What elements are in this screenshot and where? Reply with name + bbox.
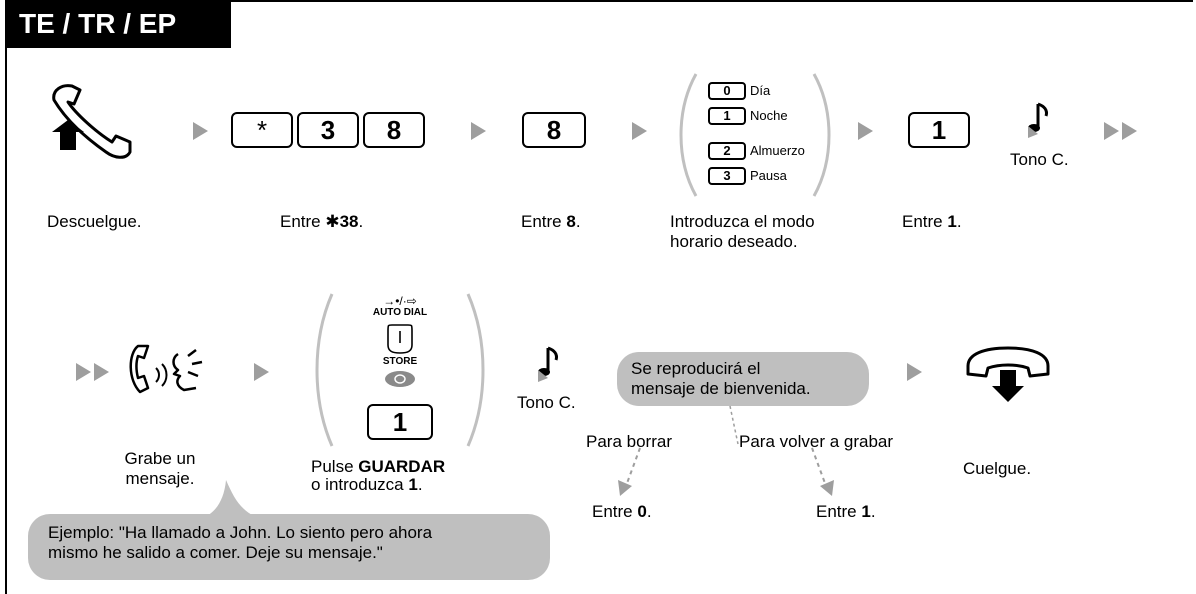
- flow-arrow-5b: [1122, 122, 1137, 140]
- mode-key-3: 3: [708, 167, 746, 185]
- store-options-bracket: [315, 293, 485, 447]
- mode-key-1: 1: [708, 107, 746, 125]
- step-label-modo-1: Introduzca el modo: [670, 212, 815, 231]
- step-label-entre-38-pre: Entre: [280, 212, 326, 231]
- step-label-entre-8-pre: Entre: [521, 212, 567, 231]
- step-label-entre-8-key: 8: [566, 212, 576, 231]
- auto-dial-label: AUTO DIAL: [372, 307, 428, 318]
- playback-line-2: mensaje de bienvenida.: [631, 379, 811, 398]
- store-button-icon: [387, 324, 413, 354]
- branch-rerecord-entry: Entre 1.: [816, 502, 876, 522]
- store-label-line-2-key: 1: [408, 475, 418, 494]
- branch-rerecord-entry-post: .: [870, 502, 876, 521]
- step-label-entre-38-post: .: [358, 212, 364, 231]
- diagram-frame: [5, 0, 1193, 594]
- playback-line-1: Se reproducirá el: [631, 359, 761, 378]
- branch-arrows: [618, 405, 834, 496]
- mode-label-pausa: Pausa: [750, 168, 787, 183]
- branch-delete-label: Para borrar: [586, 432, 672, 451]
- store-label-line-1-bold: GUARDAR: [358, 457, 446, 476]
- branch-rerecord-label: Para volver a grabar: [739, 432, 894, 451]
- step-label-entre-1-pre: Entre: [902, 212, 948, 231]
- step-label-descuelgue: Descuelgue.: [47, 212, 142, 231]
- key-8: 8: [363, 112, 425, 148]
- handset-lift-icon: [52, 84, 132, 159]
- mode-key-0: 0: [708, 82, 746, 100]
- store-label-line-1-pre: Pulse: [311, 457, 359, 476]
- branch-delete-entry-key: 0: [637, 502, 647, 521]
- store-label-line-2-pre: o introduzca: [311, 475, 409, 494]
- step-label-entre-1-post: .: [956, 212, 962, 231]
- record-label-1: Grabe un: [124, 449, 196, 468]
- flow-arrow-7: [254, 363, 269, 381]
- store-led-icon: [385, 371, 415, 387]
- music-note-icon: [538, 346, 558, 382]
- branch-delete-entry-post: .: [646, 502, 652, 521]
- tone-label-1: Tono C.: [1010, 150, 1069, 169]
- step-label-modo-2: horario deseado.: [670, 232, 798, 251]
- step-label-entre-38: Entre ✱38.: [280, 212, 363, 232]
- store-label-line-2-post: .: [417, 475, 423, 494]
- branch-delete-entry-pre: Entre: [592, 502, 638, 521]
- flow-arrow-4: [858, 122, 873, 140]
- example-bubble: Ejemplo: "Ha llamado a John. Lo siento p…: [28, 514, 550, 580]
- key-8-single: 8: [522, 112, 586, 148]
- example-bubble-tail: [202, 480, 258, 518]
- flow-arrow-5a: [1104, 122, 1119, 140]
- key-1: 1: [908, 112, 970, 148]
- key-star: *: [231, 112, 293, 148]
- mode-label-almuerzo: Almuerzo: [750, 143, 805, 158]
- step-label-entre-1: Entre 1.: [902, 212, 962, 232]
- header-title: TE / TR / EP: [5, 0, 231, 48]
- example-line-1: Ejemplo: "Ha llamado a John. Lo siento p…: [48, 523, 433, 542]
- mode-label-dia: Día: [750, 83, 771, 98]
- music-note-icon: [1028, 102, 1048, 138]
- store-label-line-2: o introduzca 1.: [311, 475, 423, 495]
- record-label-2: mensaje.: [125, 469, 195, 488]
- mode-options-bracket: [679, 73, 831, 197]
- hangup-label: Cuelgue.: [963, 459, 1032, 478]
- store-key-1: 1: [367, 404, 433, 440]
- mode-key-2: 2: [708, 142, 746, 160]
- flow-arrow-6a: [76, 363, 91, 381]
- store-label: STORE: [382, 356, 418, 367]
- auto-dial-arrows: →•/·⇨: [383, 294, 417, 308]
- flow-arrow-8: [907, 363, 922, 381]
- branch-delete-entry: Entre 0.: [592, 502, 652, 522]
- key-3: 3: [297, 112, 359, 148]
- flow-arrow-1: [193, 122, 208, 140]
- speaking-person-icon: [129, 344, 203, 394]
- step-label-entre-38-key: ✱38: [325, 212, 359, 231]
- flow-arrow-6b: [94, 363, 109, 381]
- flow-arrow-3: [632, 122, 647, 140]
- step-label-entre-8: Entre 8.: [521, 212, 581, 232]
- branch-rerecord-entry-pre: Entre: [816, 502, 862, 521]
- playback-bubble: Se reproducirá el mensaje de bienvenida.: [617, 352, 869, 406]
- store-label-line-1: Pulse GUARDAR: [311, 457, 445, 477]
- step-label-entre-1-key: 1: [947, 212, 957, 231]
- mode-label-noche: Noche: [750, 108, 788, 123]
- flow-arrow-2: [471, 122, 486, 140]
- branch-rerecord-entry-key: 1: [861, 502, 871, 521]
- tone-label-2: Tono C.: [517, 393, 576, 412]
- step-label-entre-8-post: .: [575, 212, 581, 231]
- example-line-2: mismo he salido a comer. Deje su mensaje…: [48, 543, 383, 562]
- handset-hangup-icon: [966, 346, 1050, 402]
